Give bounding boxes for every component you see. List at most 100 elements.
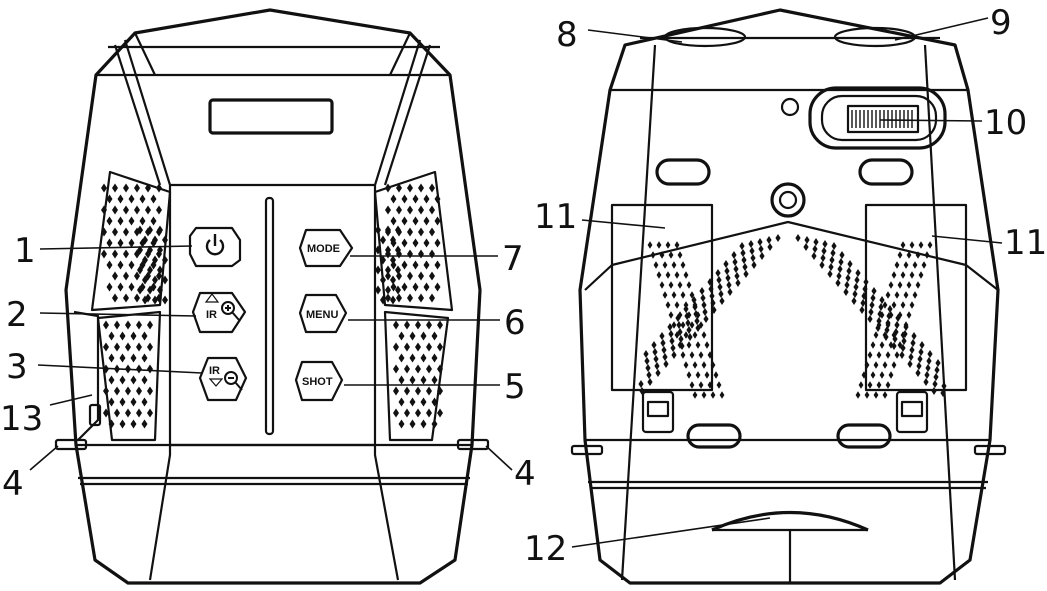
- texture-diamond: [839, 251, 845, 259]
- ir-down-zoom-out-button[interactable]: IR: [198, 356, 248, 402]
- texture-diamond: [910, 339, 916, 347]
- texture-diamond: [713, 371, 719, 379]
- texture-diamond: [162, 255, 168, 265]
- texture-diamond: [380, 275, 386, 285]
- texture-diamond: [912, 261, 918, 269]
- texture-diamond: [915, 281, 921, 289]
- texture-diamond: [924, 371, 930, 379]
- texture-diamond: [145, 183, 151, 193]
- texture-diamond: [139, 194, 146, 204]
- power-button[interactable]: [188, 226, 242, 268]
- texture-diamond: [152, 235, 158, 245]
- texture-diamond: [667, 323, 673, 331]
- texture-diamond: [900, 301, 906, 309]
- ir-up-zoom-in-button[interactable]: IR: [191, 291, 247, 334]
- texture-diamond: [431, 375, 438, 385]
- shot-button[interactable]: SHOT: [294, 360, 344, 402]
- texture-diamond: [694, 317, 700, 325]
- back-grip-texture: [638, 234, 947, 399]
- texture-diamond: [404, 342, 410, 352]
- callout-12: 12: [524, 529, 567, 569]
- texture-diamond: [147, 342, 153, 352]
- texture-diamond: [855, 391, 861, 399]
- texture-diamond: [879, 341, 885, 349]
- texture-diamond: [407, 293, 413, 303]
- texture-diamond: [396, 293, 402, 303]
- texture-diamond: [152, 275, 158, 285]
- texture-diamond: [128, 260, 135, 270]
- texture-diamond: [710, 361, 716, 369]
- menu-button[interactable]: MENU: [298, 293, 348, 334]
- texture-diamond: [106, 238, 113, 248]
- texture-diamond: [669, 337, 675, 345]
- menu-label: MENU: [306, 309, 338, 321]
- mode-button[interactable]: MODE: [298, 228, 354, 268]
- texture-diamond: [643, 350, 649, 358]
- texture-diamond: [704, 341, 710, 349]
- texture-diamond: [851, 297, 857, 305]
- callout-labels: 1 2 3 13 4 4 7 6 5 8 9 10 11 11 12: [0, 3, 1047, 569]
- texture-diamond: [407, 249, 413, 259]
- texture-diamond: [407, 271, 413, 281]
- texture-diamond: [434, 282, 441, 292]
- texture-diamond: [638, 380, 644, 388]
- texture-diamond: [123, 205, 129, 215]
- texture-diamond: [395, 245, 401, 255]
- texture-diamond: [674, 241, 680, 249]
- texture-diamond: [701, 391, 707, 399]
- texture-diamond: [401, 216, 408, 226]
- texture-diamond: [409, 331, 416, 341]
- texture-diamond: [707, 351, 713, 359]
- texture-diamond: [843, 288, 849, 296]
- texture-diamond: [855, 269, 861, 277]
- texture-diamond: [710, 299, 716, 307]
- texture-diamond: [401, 282, 408, 292]
- texture-diamond: [700, 294, 706, 302]
- texture-diamond: [715, 269, 721, 277]
- texture-diamond: [873, 331, 879, 339]
- texture-diamond: [393, 320, 399, 330]
- texture-diamond: [692, 391, 698, 399]
- texture-diamond: [909, 271, 915, 279]
- texture-diamond: [748, 240, 754, 248]
- texture-diamond: [412, 238, 419, 248]
- texture-diamond: [701, 331, 707, 339]
- texture-diamond: [134, 205, 140, 215]
- texture-diamond: [125, 320, 131, 330]
- texture-diamond: [680, 321, 686, 329]
- texture-diamond: [847, 260, 853, 268]
- texture-diamond: [112, 227, 118, 237]
- texture-diamond: [665, 301, 671, 309]
- texture-diamond: [134, 183, 140, 193]
- texture-diamond: [147, 408, 153, 418]
- texture-diamond: [431, 353, 438, 363]
- texture-diamond: [873, 391, 879, 399]
- texture-diamond: [390, 216, 397, 226]
- texture-diamond: [733, 265, 739, 273]
- focus-wheel[interactable]: [808, 86, 947, 150]
- texture-diamond: [108, 353, 115, 363]
- texture-diamond: [919, 341, 925, 349]
- texture-diamond: [758, 245, 764, 253]
- texture-diamond: [676, 321, 682, 329]
- texture-diamond: [114, 408, 120, 418]
- texture-diamond: [398, 353, 405, 363]
- texture-diamond: [426, 386, 432, 396]
- texture-diamond: [420, 397, 427, 407]
- texture-diamond: [891, 271, 897, 279]
- texture-diamond: [699, 287, 705, 295]
- texture-diamond: [395, 265, 401, 275]
- texture-diamond: [390, 275, 396, 285]
- texture-diamond: [659, 281, 665, 289]
- texture-diamond: [677, 341, 683, 349]
- texture-diamond: [870, 341, 876, 349]
- texture-diamond: [434, 260, 441, 270]
- texture-diamond: [137, 285, 143, 295]
- texture-diamond: [656, 271, 662, 279]
- texture-diamond: [407, 227, 413, 237]
- texture-diamond: [123, 249, 129, 259]
- texture-diamond: [689, 321, 695, 329]
- callout-4-left: 4: [2, 464, 24, 504]
- texture-diamond: [659, 332, 665, 340]
